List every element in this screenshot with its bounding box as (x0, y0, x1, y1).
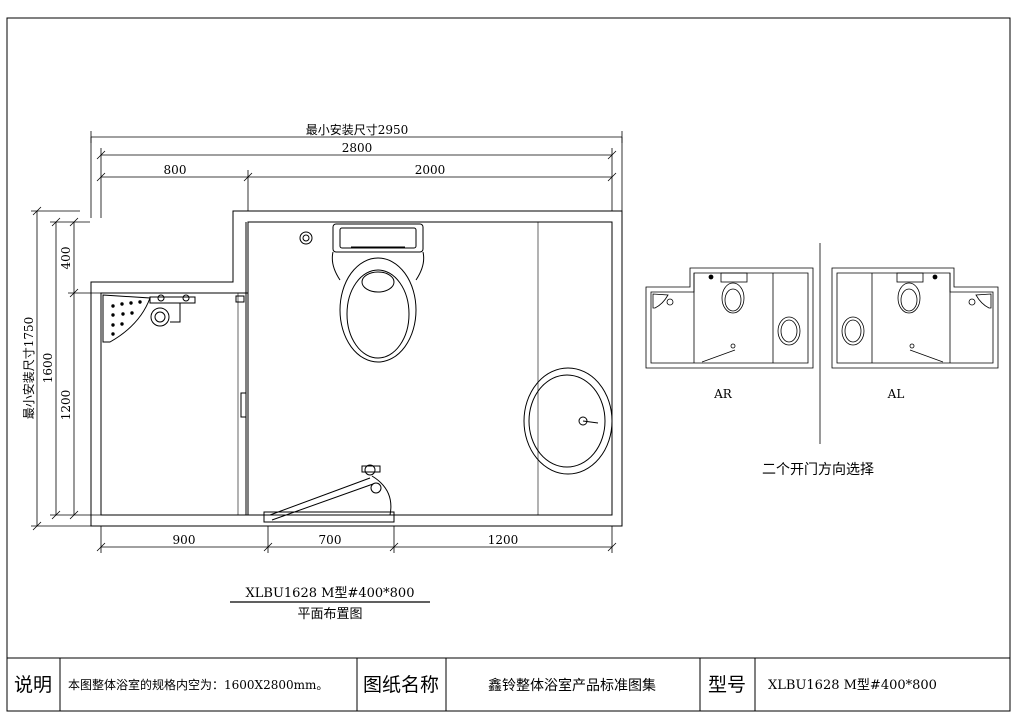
dim-bottom-door: 700 (319, 533, 342, 547)
title-desc-label: 说明 (14, 674, 52, 696)
dim-bottom-right: 1200 (488, 533, 519, 547)
dim-upper-offset: 400 (59, 247, 73, 270)
screen-handle (240, 392, 247, 418)
title-block (59, 658, 756, 711)
dim-lower-height: 1200 (59, 390, 73, 421)
toilet-icon (331, 223, 425, 363)
dimension-lines (31, 131, 623, 553)
outer-wall (90, 210, 623, 527)
shower-tray-icon (102, 294, 151, 343)
variant-al (831, 267, 999, 369)
variant-ar-label: AR (713, 387, 733, 401)
dim-min-install-width: 最小安装尺寸2950 (306, 122, 409, 137)
dim-left-width: 800 (164, 163, 187, 177)
dim-overall-height: 1600 (41, 353, 55, 384)
title-model-value: XLBU1628 M型#400*800 (768, 678, 937, 693)
screen-fitting-top (235, 295, 245, 303)
model-label: XLBU1628 M型#400*800 (246, 586, 415, 601)
basin-icon (523, 367, 613, 475)
plan-title: 平面布置图 (297, 607, 362, 622)
valve-icon (299, 231, 313, 245)
dim-min-install-height: 最小安装尺寸1750 (21, 317, 36, 420)
dim-right-width: 2000 (415, 163, 446, 177)
door-icon (263, 464, 395, 523)
dim-bottom-left: 900 (173, 533, 196, 547)
main-plan (90, 210, 623, 527)
variant-al-label: AL (887, 387, 905, 401)
variant-ar (645, 267, 814, 369)
door-direction-note: 二个开门方向选择 (762, 462, 874, 478)
dim-overall-width: 2800 (342, 141, 373, 155)
title-model-label: 型号 (708, 674, 746, 696)
shower-mixer-icon (149, 294, 196, 327)
title-desc-text: 本图整体浴室的规格内空为：1600X2800mm。 (68, 677, 328, 692)
title-name-label: 图纸名称 (363, 674, 439, 696)
inner-wall (100, 221, 613, 516)
title-name-value: 鑫铃整体浴室产品标准图集 (488, 677, 656, 694)
sheet-border (6, 17, 1011, 712)
